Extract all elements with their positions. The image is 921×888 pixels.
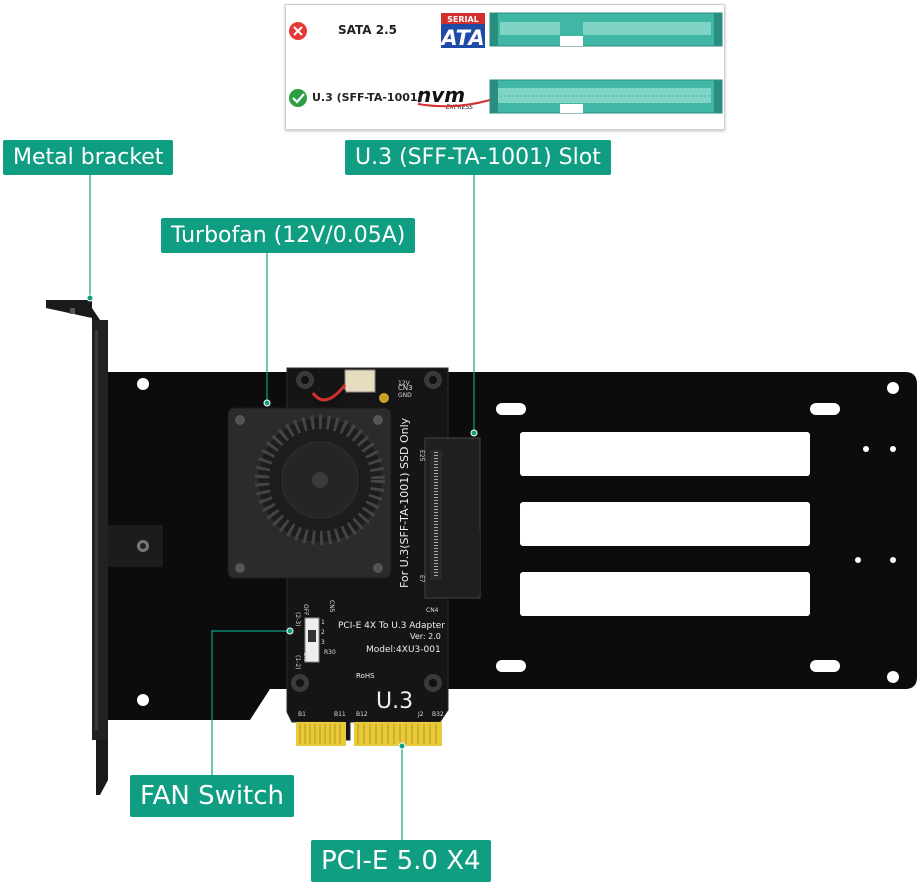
board-model: Model:4XU3-001 — [366, 645, 441, 655]
callout-lines — [86, 174, 478, 842]
board-vertical-text: For U.3(SFF-TA-1001) SSD Only — [398, 417, 411, 588]
board-title: PCI-E 4X To U.3 Adapter — [338, 621, 445, 631]
board-b11: B11 — [334, 711, 346, 718]
slot-label: U.3 (SFF-TA-1001) Slot — [345, 140, 611, 175]
board-j2: J2 — [417, 711, 424, 718]
board-switch-top: (2-3) — [294, 612, 301, 626]
board-e25: E25 — [418, 450, 425, 462]
sata-connector — [489, 12, 723, 47]
board-cn4: CN4 — [426, 607, 439, 614]
metal-bracket — [46, 300, 108, 795]
board-switch-pin1: 1 — [321, 619, 325, 626]
board-cn5: CN5 — [328, 600, 335, 613]
u3-connector — [489, 79, 723, 114]
board-switch-on: ON — [302, 652, 309, 661]
board-b32: B32 — [432, 711, 444, 718]
board-b12: B12 — [356, 711, 368, 718]
board-rohs: RoHS — [356, 672, 375, 680]
turbofan-label: Turbofan (12V/0.05A) — [161, 218, 416, 253]
legend-sata-label: SATA 2.5 — [338, 23, 397, 37]
sata-logo: SERIAL ATA — [439, 13, 485, 50]
fan-switch-label: FAN Switch — [130, 775, 295, 817]
sata-logo-bottom: ATA — [439, 26, 484, 50]
nvme-logo-sub: EXPRESS — [446, 104, 473, 111]
board-b1: B1 — [298, 711, 306, 718]
legend-u3-label: U.3 (SFF-TA-1001) — [312, 91, 423, 104]
board-12v: 12V — [398, 380, 411, 387]
turbofan — [227, 407, 392, 579]
sata-logo-top: SERIAL — [447, 15, 479, 24]
board-switch-off: OFF — [302, 604, 309, 616]
metal-bracket-label: Metal bracket — [3, 140, 174, 175]
pcie-label: PCI-E 5.0 X4 — [311, 840, 491, 882]
board-switch-pin3: 3 — [321, 639, 325, 646]
board-switch-pin2: 2 — [321, 629, 325, 636]
board-e7: E7 — [418, 575, 425, 583]
board-r30: R30 — [324, 649, 336, 656]
board-big-label: U.3 — [376, 689, 413, 714]
nvme-logo-main: nvm — [417, 83, 465, 107]
compatible-check-icon — [289, 89, 307, 107]
nvme-logo: nvm EXPRESS — [417, 83, 491, 111]
board-version: Ver: 2.0 — [410, 632, 441, 641]
board-switch-bottom: (1-2) — [294, 655, 301, 669]
board-gnd: GND — [398, 392, 412, 399]
board-cn3: CN3 — [398, 384, 413, 392]
incompatible-icon — [289, 22, 307, 40]
